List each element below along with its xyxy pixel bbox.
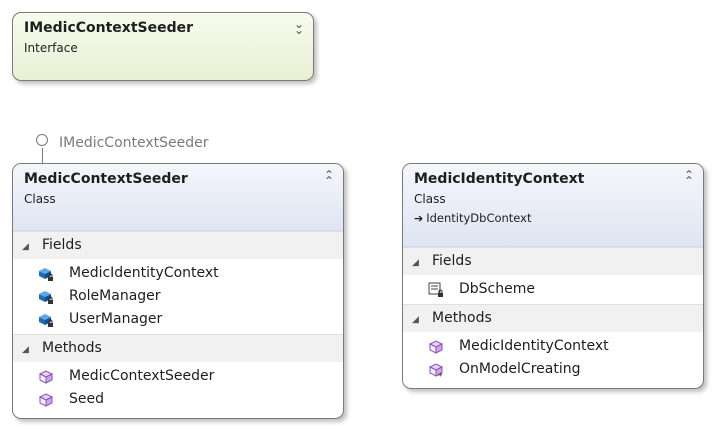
section-label: Fields [432,253,472,269]
method-icon [37,391,55,409]
method-icon [37,368,55,386]
method-name: OnModelCreating [459,361,581,377]
fields-section-header[interactable]: ◢ Fields [13,231,343,259]
shape-title: MedicIdentityContext [414,171,585,187]
protected-method-icon: * [427,361,445,382]
field-item[interactable]: UserManager [13,308,343,331]
section-label: Fields [42,237,82,253]
lollipop-connector [42,148,43,164]
shape-kind: Class [24,192,56,206]
field-item[interactable]: RoleManager [13,285,343,308]
method-item[interactable]: MedicContextSeeder [13,365,343,388]
collapse-triangle-icon: ◢ [22,345,29,355]
property-icon [427,281,445,299]
shape-title: MedicContextSeeder [24,171,188,187]
method-name: Seed [69,391,104,407]
field-name: RoleManager [69,288,161,304]
class-shape-mediccontextseeder[interactable]: MedicContextSeeder Class ⌃⌃ ◢ Fields Medi… [12,163,344,419]
method-item[interactable]: * OnModelCreating [403,358,703,382]
class-shape-medicidentitycontext[interactable]: MedicIdentityContext Class ➔IdentityDbCo… [402,163,704,389]
expand-chevron-icon[interactable]: ⌄⌄ [293,17,304,37]
section-label: Methods [432,310,492,326]
base-class-name: IdentityDbContext [426,211,532,225]
svg-text:*: * [438,372,443,379]
base-class: ➔IdentityDbContext [414,210,693,227]
method-name: MedicIdentityContext [459,338,609,354]
field-name: MedicIdentityContext [69,265,219,281]
shape-kind: Interface [24,41,78,55]
shape-kind: Class [414,192,446,206]
collapse-triangle-icon: ◢ [22,242,29,252]
private-field-icon [37,311,55,329]
inherits-arrow-icon: ➔ [414,212,424,225]
collapse-triangle-icon: ◢ [412,315,419,325]
interface-shape-imediccontextseeder[interactable]: IMedicContextSeeder Interface ⌄⌄ [12,12,314,81]
lollipop-label: IMedicContextSeeder [59,135,209,151]
method-item[interactable]: MedicIdentityContext [403,335,703,358]
property-item[interactable]: DbScheme [403,278,703,301]
private-field-icon [37,288,55,306]
field-name: UserManager [69,311,163,327]
collapse-chevron-icon[interactable]: ⌃⌃ [323,168,334,188]
private-field-icon [37,265,55,283]
method-item[interactable]: Seed [13,388,343,411]
shape-title: IMedicContextSeeder [24,20,194,36]
methods-section-header[interactable]: ◢ Methods [403,304,703,332]
collapse-triangle-icon: ◢ [412,258,419,268]
field-name: DbScheme [459,281,535,297]
interface-lollipop-icon [36,134,48,146]
fields-section-header[interactable]: ◢ Fields [403,247,703,275]
field-item[interactable]: MedicIdentityContext [13,262,343,285]
collapse-chevron-icon[interactable]: ⌃⌃ [683,168,694,188]
method-name: MedicContextSeeder [69,368,215,384]
methods-section-header[interactable]: ◢ Methods [13,334,343,362]
section-label: Methods [42,340,102,356]
method-icon [427,338,445,356]
